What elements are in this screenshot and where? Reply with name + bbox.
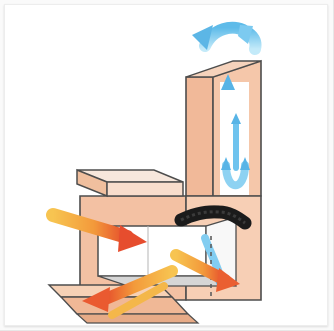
fireplace-draft-diagram <box>0 0 334 331</box>
